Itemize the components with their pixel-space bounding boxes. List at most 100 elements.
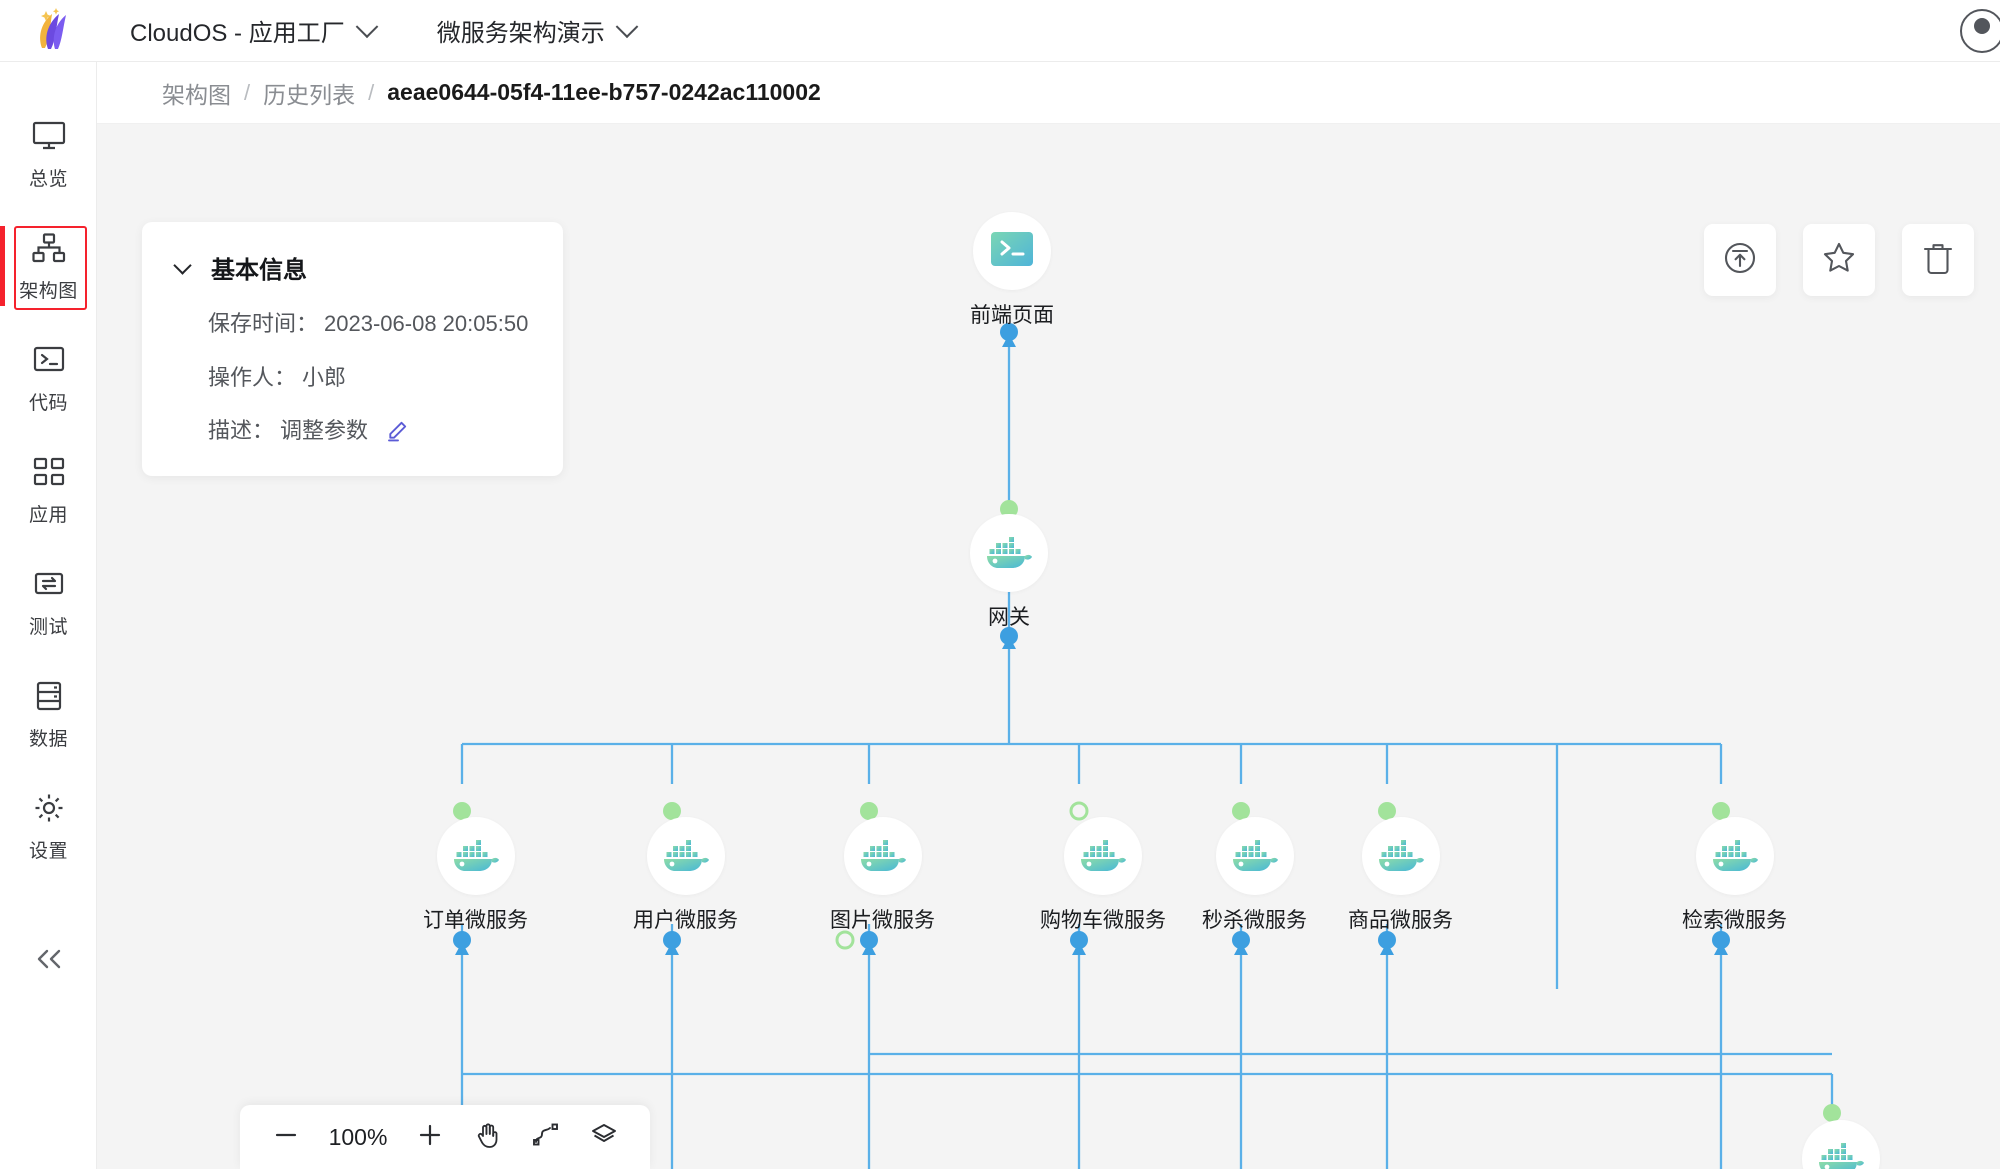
- node-label: 图片微服务: [830, 909, 935, 932]
- sidebar-item-test[interactable]: 测试: [0, 546, 97, 658]
- delete-button[interactable]: [1902, 224, 1974, 296]
- info-value: 2023-06-08 20:05:50: [324, 311, 529, 336]
- circle-arrow-up-icon: [1722, 240, 1758, 281]
- chevron-down-icon: [615, 14, 639, 38]
- product-switcher[interactable]: CloudOS - 应用工厂: [130, 13, 379, 48]
- breadcrumb: 架构图 / 历史列表 / aeae0644-05f4-11ee-b757-024…: [97, 62, 2000, 124]
- basic-info-header[interactable]: 基本信息: [142, 250, 563, 285]
- monitor-icon: [32, 117, 66, 155]
- graph-node-frontend[interactable]: 前端页面: [970, 212, 1054, 329]
- zoom-in-button[interactable]: [406, 1113, 454, 1161]
- zoom-out-button[interactable]: [262, 1113, 310, 1161]
- node-label: 商品微服务: [1348, 909, 1453, 932]
- terminal-app-icon: [990, 231, 1034, 272]
- docker-icon: [1816, 1136, 1866, 1169]
- canvas-action-buttons: [1704, 224, 1974, 296]
- node-avatar: [970, 514, 1048, 592]
- graph-node-order[interactable]: 订单微服务: [423, 817, 528, 934]
- node-avatar: [1215, 817, 1294, 895]
- sidebar-item-settings[interactable]: 设置: [0, 770, 97, 882]
- layers-button[interactable]: [580, 1113, 628, 1161]
- graph-node-gateway[interactable]: 网关: [970, 514, 1048, 631]
- sidebar-item-label: 应用: [28, 505, 68, 526]
- graph-node-registry1[interactable]: 注册中心1: [1793, 1120, 1889, 1169]
- sidebar-item-label: 架构图: [19, 281, 78, 302]
- sidebar-item-architecture[interactable]: 架构图: [0, 210, 97, 322]
- graph-node-product[interactable]: 商品微服务: [1348, 817, 1453, 934]
- docker-icon: [984, 530, 1034, 577]
- user-avatar-icon[interactable]: [1960, 9, 2000, 53]
- node-avatar: [843, 817, 922, 895]
- node-avatar: [1361, 817, 1440, 895]
- docker-icon: [1230, 833, 1280, 880]
- docker-icon: [1078, 833, 1128, 880]
- architecture-canvas[interactable]: 前端页面: [97, 124, 2000, 1169]
- docker-icon: [1710, 833, 1760, 880]
- sitemap-icon: [31, 229, 66, 267]
- gear-icon: [33, 789, 65, 827]
- sidebar-item-apps[interactable]: 应用: [0, 434, 97, 546]
- pencil-edit-icon[interactable]: [386, 420, 408, 442]
- sidebar-collapse-button[interactable]: [0, 904, 97, 1014]
- node-label: 用户微服务: [633, 909, 738, 932]
- graph-node-cart[interactable]: 购物车微服务: [1040, 817, 1166, 934]
- graph-node-seckill[interactable]: 秒杀微服务: [1202, 817, 1307, 934]
- sidebar-item-overview[interactable]: 总览: [0, 98, 97, 210]
- docker-icon: [1376, 833, 1426, 880]
- node-avatar: [1695, 817, 1774, 895]
- edge-style-button[interactable]: [522, 1113, 570, 1161]
- info-label: 操作人：: [208, 364, 297, 390]
- hand-pan-icon: [474, 1121, 502, 1154]
- info-row-saved-time: 保存时间： 2023-06-08 20:05:50: [142, 309, 563, 339]
- docker-icon: [451, 833, 501, 880]
- sidebar-item-label: 数据: [28, 729, 68, 750]
- sidebar-item-code[interactable]: 代码: [0, 322, 97, 434]
- content-area: 架构图 / 历史列表 / aeae0644-05f4-11ee-b757-024…: [97, 62, 2000, 1169]
- top-header-bar: CloudOS - 应用工厂 微服务架构演示: [0, 0, 2000, 62]
- trash-icon: [1921, 240, 1955, 281]
- zoom-toolbar: 100%: [240, 1105, 650, 1169]
- node-label: 前端页面: [970, 304, 1054, 327]
- breadcrumb-item-architecture[interactable]: 架构图: [162, 81, 231, 108]
- breadcrumb-separator: /: [244, 79, 251, 105]
- favorite-button[interactable]: [1803, 224, 1875, 296]
- star-icon: [1821, 240, 1857, 281]
- node-avatar: [1064, 817, 1142, 895]
- node-label: 检索微服务: [1682, 909, 1787, 932]
- database-icon: [34, 677, 64, 715]
- sidebar-item-label: 测试: [28, 617, 68, 638]
- sidebar-item-label: 设置: [28, 841, 68, 862]
- breadcrumb-item-history[interactable]: 历史列表: [263, 81, 356, 108]
- panel-title: 基本信息: [211, 257, 307, 284]
- plus-icon: [417, 1122, 443, 1153]
- graph-node-search[interactable]: 检索微服务: [1682, 817, 1787, 934]
- graph-node-image[interactable]: 图片微服务: [830, 817, 935, 934]
- docker-icon: [661, 833, 711, 880]
- info-value: 调整参数: [280, 418, 369, 444]
- sidebar-item-data[interactable]: 数据: [0, 658, 97, 770]
- restore-version-button[interactable]: [1704, 224, 1776, 296]
- product-name: CloudOS - 应用工厂: [130, 20, 345, 47]
- node-avatar: [436, 817, 515, 895]
- grid-apps-icon: [33, 453, 65, 491]
- sparkle-logo-icon[interactable]: [18, 0, 80, 62]
- breadcrumb-item-current-id: aeae0644-05f4-11ee-b757-0242ac110002: [387, 79, 821, 105]
- terminal-icon: [32, 341, 66, 379]
- minus-icon: [273, 1122, 299, 1153]
- node-label: 购物车微服务: [1040, 909, 1166, 932]
- info-label: 描述：: [208, 418, 275, 444]
- info-row-description: 描述： 调整参数: [142, 416, 563, 446]
- zoom-level-display[interactable]: 100%: [328, 1123, 388, 1150]
- pan-tool-button[interactable]: [464, 1113, 512, 1161]
- info-value: 小郎: [302, 364, 347, 390]
- info-row-operator: 操作人： 小郎: [142, 363, 563, 393]
- project-name: 微服务架构演示: [436, 20, 605, 47]
- graph-node-user[interactable]: 用户微服务: [633, 817, 738, 934]
- project-switcher[interactable]: 微服务架构演示: [436, 13, 639, 48]
- node-avatar: [1801, 1120, 1880, 1169]
- left-navigation-rail: 总览 架构图 代码: [0, 62, 97, 1169]
- info-label: 保存时间：: [208, 311, 319, 336]
- docker-icon: [858, 833, 908, 880]
- basic-info-panel: 基本信息 保存时间： 2023-06-08 20:05:50 操作人： 小郎 描…: [142, 222, 563, 477]
- node-avatar: [646, 817, 725, 895]
